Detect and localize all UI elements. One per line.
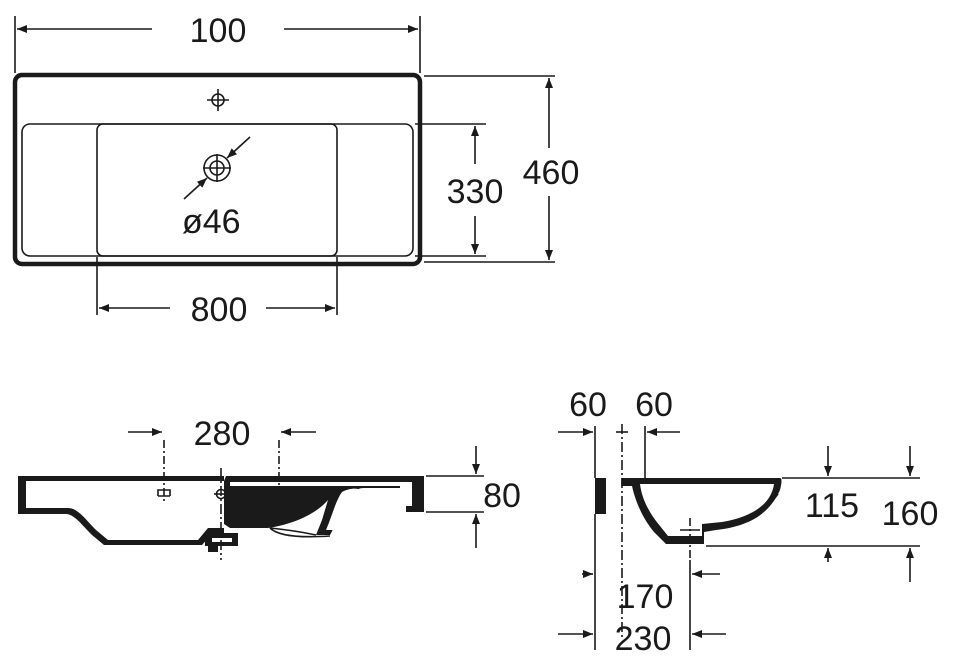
inner-width-dimension [96,257,338,315]
offset-dimension [558,426,680,478]
depth-dimension [558,580,726,650]
inner-width-label: 800 [191,291,248,329]
front-basin-profile [18,476,224,545]
inner-bowl-outline [96,123,338,257]
side-view: 60 60 115 160 170 230 [558,386,938,658]
tap-hole-right-icon [272,440,286,504]
outer-depth-dimension [424,75,555,263]
inner-depth-label: 330 [447,173,504,211]
width-label: 100 [190,12,247,50]
drain-icon [183,136,251,200]
tap-hole-center-icon [214,488,228,500]
side-back-wall [595,478,606,514]
drain-offset-dimension [582,532,720,650]
tap-hole-left-icon [157,440,171,504]
height-dimension [426,446,484,548]
inner-height-label: 115 [805,487,859,525]
height-label: 80 [483,477,521,515]
inner-height-dimension [706,446,920,562]
drain-offset-label: 170 [617,578,674,616]
front-view: 280 80 [18,415,521,560]
outer-height-label: 160 [882,495,939,533]
tap-spacing-label: 280 [194,415,251,453]
width-dimension [14,16,421,73]
right-offset-label: 60 [635,386,673,424]
top-view: ø46 100 800 330 [12,12,580,329]
tap-hole-icon [207,89,229,111]
inner-depth-dimension [415,123,486,257]
basin-outline [12,72,423,267]
drain-diameter-label: ø46 [182,203,241,241]
depth-label: 230 [615,620,672,658]
left-offset-label: 60 [569,386,607,424]
outer-depth-label: 460 [523,154,580,192]
side-drain-icon [680,518,700,560]
